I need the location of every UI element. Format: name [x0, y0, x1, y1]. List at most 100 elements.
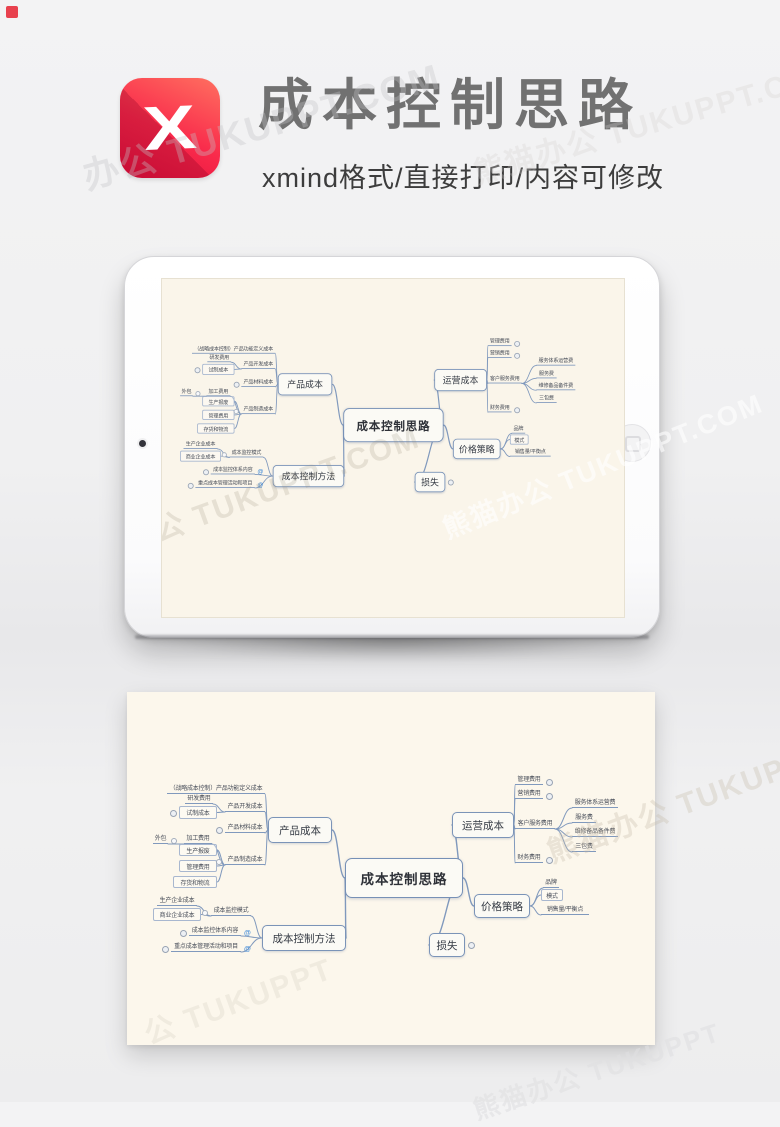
dot-icon	[221, 452, 227, 458]
link-icon: @	[244, 930, 251, 937]
marker-icon	[170, 809, 177, 817]
mindmap-node-mktfee: 营销费用	[487, 349, 512, 358]
marker-icon	[514, 352, 521, 359]
mindmap-node-warranty: 三包费	[572, 841, 596, 852]
marker-icon	[180, 930, 187, 937]
mindmap-node-rdfee: 研发费用	[207, 353, 232, 363]
mindmap-node-mfgcost: 产品制造成本	[241, 405, 276, 415]
mindmap-node-outsource: 外包	[153, 833, 168, 844]
mindmap-node-brand: 品牌	[543, 877, 559, 888]
mindmap-node-procfee: 加工费用	[184, 833, 212, 844]
marker-icon	[514, 407, 521, 414]
mindmap-node-matcost: 产品材料成本	[225, 822, 265, 833]
marker-icon	[194, 366, 201, 373]
mindmap-node-monmode: 成本监控模式	[229, 448, 264, 458]
mindmap-node-method: 成本控制方法	[272, 465, 345, 488]
mindmap-node-prodcost: 产品成本	[277, 373, 333, 396]
mindmap-node-funcdef: （战略成本控制）产品功能定义成本	[167, 783, 265, 794]
mindmap-preview-large: 成本控制思路产品成本成本控制方法 运营成本价格策略损失 （战略成本控制）产品功能定义…	[127, 692, 655, 1045]
mindmap-node-warranty: 三包费	[536, 394, 557, 403]
mindmap-node-mgmtfee2: 管理费用	[202, 409, 235, 420]
marker-icon	[447, 479, 454, 486]
marker-icon	[546, 779, 553, 786]
link-icon: @	[257, 482, 264, 489]
site-corner-badge	[6, 6, 18, 18]
mindmap-preview-small: 成本控制思路产品成本成本控制方法 运营成本价格策略损失 （战略成本控制）产品功能定义…	[162, 279, 607, 567]
mindmap-node-custsvc: 客户服务费用	[487, 374, 522, 384]
mindmap-node-method: 成本控制方法	[262, 925, 346, 951]
marker-icon	[546, 857, 553, 864]
mindmap-node-devcost: 产品开发成本	[241, 360, 276, 369]
dot-icon	[216, 859, 222, 865]
mindmap-node-volume: 销售量/平衡点	[541, 904, 589, 915]
mindmap-node-svcops: 服务体系运营费	[572, 797, 618, 808]
mindmap-node-trial: 试制成本	[179, 806, 217, 819]
mindmap-node-custsvc: 客户服务费用	[515, 818, 555, 829]
mindmap-node-svcops: 服务体系运营费	[536, 356, 576, 366]
mindmap-node-coment: 商业企业成本	[180, 450, 221, 462]
link-icon: @	[244, 946, 251, 953]
mindmap-node-matcost: 产品材料成本	[241, 378, 276, 387]
marker-icon	[514, 340, 521, 347]
mindmap-node-procfee: 加工费用	[206, 387, 231, 397]
ipad-mockup: 成本控制思路产品成本成本控制方法 运营成本价格策略损失 （战略成本控制）产品功能定义…	[124, 256, 660, 638]
mindmap-node-prodent: 生产企业成本	[183, 440, 218, 449]
mindmap-node-monsys: 成本监控体系内容	[210, 465, 255, 475]
mindmap-node-finfee: 财务费用	[487, 403, 512, 413]
mindmap-node-mgmtfee: 管理费用	[515, 774, 543, 785]
mindmap-node-mgmtfee: 管理费用	[487, 337, 512, 347]
mindmap-node-prodcost: 产品成本	[268, 817, 332, 843]
mindmap-node-svcfee: 服务费	[572, 812, 596, 823]
mindmap-node-devcost: 产品开发成本	[225, 801, 265, 812]
marker-icon	[216, 827, 223, 834]
mindmap-node-repair: 维修备品备件费	[536, 381, 576, 391]
link-icon: @	[257, 469, 264, 476]
page-root: { "header": { "title": "成本控制思路", "subtit…	[0, 0, 780, 1102]
mindmap-node-opcost: 运营成本	[452, 812, 514, 838]
marker-icon	[468, 942, 475, 949]
mindmap-node-rdfee: 研发费用	[185, 793, 213, 804]
marker-icon	[162, 946, 169, 953]
mindmap-node-funcdef: （战略成本控制）产品功能定义成本	[192, 344, 276, 354]
mindmap-node-scrap: 生产报废	[202, 396, 235, 407]
mindmap-node-prodent: 生产企业成本	[157, 895, 197, 906]
mindmap-node-root: 成本控制思路	[345, 858, 463, 898]
mindmap-node-storage: 存货和物流	[197, 423, 235, 434]
dot-icon	[233, 408, 239, 415]
mindmap-node-loss: 损失	[429, 933, 465, 957]
marker-icon	[546, 793, 553, 800]
mindmap-node-finfee: 财务费用	[515, 852, 543, 863]
mindmap-node-price: 价格策略	[452, 438, 501, 460]
marker-icon	[187, 482, 194, 489]
mindmap-node-mgmtfee2: 管理费用	[179, 860, 217, 872]
mindmap-node-brand: 品牌	[511, 424, 526, 434]
mindmap-node-keyact: 重点成本管理活动和项目	[195, 479, 255, 488]
mindmap-node-mktfee: 营销费用	[515, 788, 543, 799]
mindmap-node-svcfee: 服务费	[536, 369, 557, 379]
mindmap-node-volume: 销售量/平衡点	[509, 447, 551, 457]
marker-icon	[203, 469, 209, 476]
mindmap-node-monsys: 成本监控体系内容	[189, 925, 241, 936]
mindmap-node-keyact: 重点成本管理活动和项目	[171, 941, 241, 952]
xmind-logo-icon: X	[120, 78, 220, 178]
mindmap-node-mfgcost: 产品制造成本	[225, 854, 265, 865]
dot-icon	[171, 838, 177, 844]
mindmap-node-mode: 模式	[541, 889, 563, 901]
mindmap-node-mode: 模式	[509, 434, 529, 445]
dot-icon	[202, 910, 208, 916]
product-subtitle: xmind格式/直接打印/内容可修改	[262, 163, 665, 193]
preview-panel: 成本控制思路产品成本成本控制方法 运营成本价格策略损失 （战略成本控制）产品功能定义…	[127, 692, 655, 1051]
mindmap-node-trial: 试制成本	[202, 363, 235, 375]
mindmap-node-coment: 商业企业成本	[153, 908, 201, 921]
ipad-camera-icon	[139, 440, 146, 447]
mindmap-node-opcost: 运营成本	[434, 369, 487, 392]
mindmap-node-loss: 损失	[414, 471, 446, 493]
ipad-screen: 成本控制思路产品成本成本控制方法 运营成本价格策略损失 （战略成本控制）产品功能定义…	[161, 278, 625, 618]
dot-icon	[195, 391, 201, 397]
mindmap-node-repair: 维修备品备件费	[572, 826, 618, 837]
mindmap-node-storage: 存货和物流	[173, 876, 217, 888]
mindmap-node-root: 成本控制思路	[343, 408, 444, 443]
mindmap-node-scrap: 生产报废	[179, 844, 217, 856]
mindmap-node-price: 价格策略	[474, 894, 530, 918]
marker-icon	[233, 381, 240, 388]
